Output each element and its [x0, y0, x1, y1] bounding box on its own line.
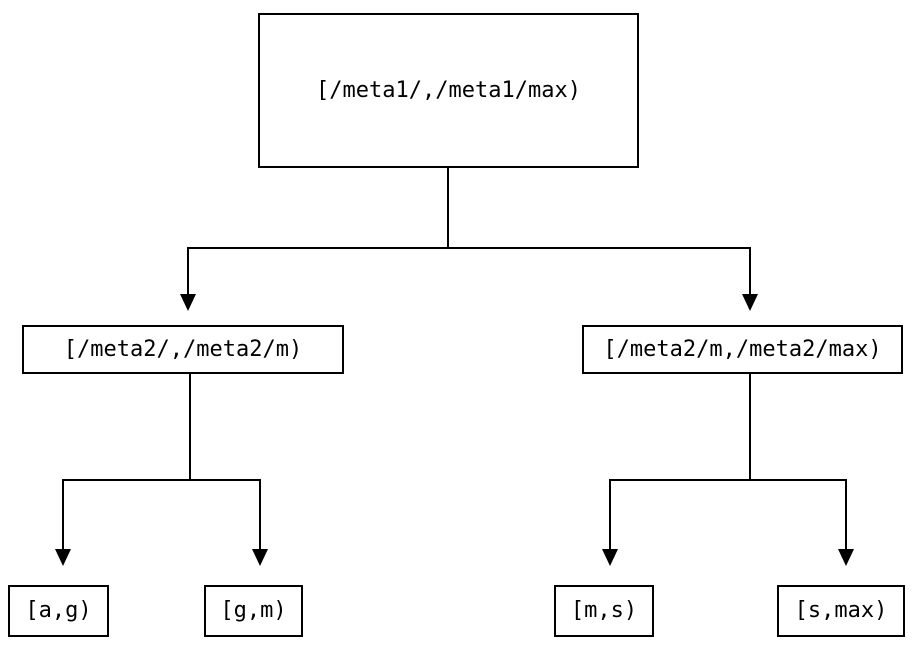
arrowhead-down-icon: [252, 549, 268, 566]
node-label: [g,m): [220, 598, 287, 623]
node-label: [m,s): [570, 598, 638, 623]
node-label: [/meta2/,/meta2/m): [63, 336, 303, 362]
edge-root-to-level2: [180, 168, 758, 311]
arrowhead-down-icon: [602, 549, 618, 566]
edge-right-node-to-leaves: [602, 374, 854, 566]
tree-node-left-range: [/meta2/,/meta2/m): [22, 325, 344, 374]
node-label: [s,max): [794, 598, 888, 623]
tree-leaf-g-m: [g,m): [204, 585, 303, 637]
arrowhead-down-icon: [55, 549, 71, 566]
tree-leaf-m-s: [m,s): [554, 585, 654, 637]
tree-leaf-a-g: [a,g): [8, 585, 109, 637]
tree-leaf-s-max: [s,max): [777, 585, 905, 637]
arrowhead-down-icon: [742, 294, 758, 311]
node-label: [/meta1/,/meta1/max): [316, 77, 581, 103]
arrowhead-down-icon: [180, 294, 196, 311]
arrowhead-down-icon: [838, 549, 854, 566]
node-label: [/meta2/m,/meta2/max): [603, 336, 882, 362]
tree-node-root: [/meta1/,/meta1/max): [258, 13, 639, 168]
tree-node-right-range: [/meta2/m,/meta2/max): [582, 325, 903, 374]
node-label: [a,g): [25, 598, 92, 623]
edge-left-node-to-leaves: [55, 374, 268, 566]
